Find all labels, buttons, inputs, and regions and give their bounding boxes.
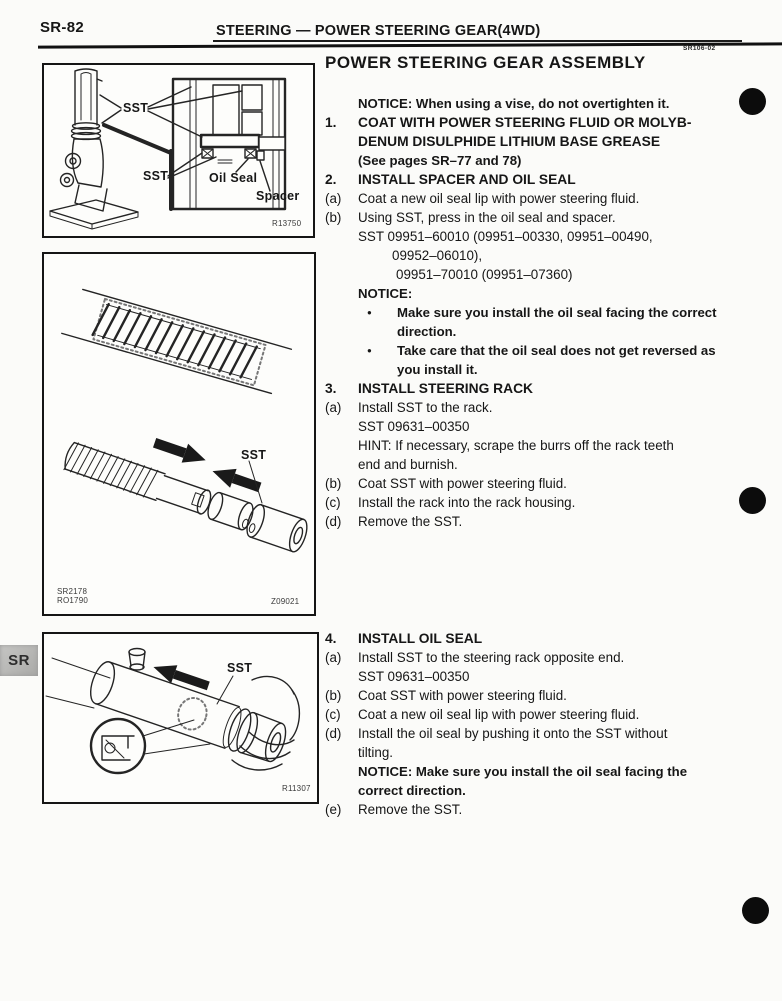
- hand-drawing: [231, 675, 300, 771]
- breather-cap: [128, 647, 146, 671]
- step1-heading-line2: DENUM DISULPHIDE LITHIUM BASE GREASE: [358, 134, 661, 149]
- step2-sst-line2: 09952–06010),: [392, 248, 483, 263]
- step3-item-b: (b)Coat SST with power steering fluid.: [325, 476, 567, 491]
- header-rule: [37, 42, 782, 49]
- step2-number: 2.: [325, 172, 337, 187]
- procedure-text: NOTICE: When using a vise, do not overti…: [325, 94, 757, 819]
- step4-item-e: (e)Remove the SST.: [325, 802, 463, 817]
- fig3-label-sst: SST: [227, 661, 252, 675]
- rack-housing-tube: [89, 661, 287, 763]
- step2-bullet1-line2: direction.: [397, 324, 457, 339]
- figure2-drawing: SST SR2178 RO1790 Z09021: [57, 288, 308, 606]
- fig2-label-sst: SST: [241, 448, 266, 462]
- gear-housing-drawing: [49, 68, 139, 230]
- step3-heading: 3.INSTALL STEERING RACK: [325, 381, 534, 396]
- page-number: SR-82: [40, 19, 85, 36]
- seal-inset-circle: [89, 717, 211, 775]
- step1-see-note: (See pages SR–77 and 78): [358, 153, 522, 168]
- leader-lines: [99, 86, 271, 192]
- step4-item-d-line1: (d)Install the oil seal by pushing it on…: [325, 726, 668, 741]
- magnifier-wedge: [102, 123, 173, 211]
- fig1-code: R13750: [272, 219, 302, 228]
- step3-item-d: (d)Remove the SST.: [325, 514, 463, 529]
- step2-bullet2-line2: you install it.: [397, 362, 478, 377]
- step3-sst-line: SST 09631–00350: [358, 419, 470, 434]
- fig2-leader-line: [248, 460, 263, 504]
- step2-heading: 2.INSTALL SPACER AND OIL SEAL: [325, 172, 576, 187]
- step3-hint-line1: HINT: If necessary, scrape the burrs off…: [358, 438, 674, 453]
- figure-oil-seal-install: SST R11307: [42, 632, 319, 804]
- registration-dot: [739, 88, 766, 115]
- context-lines: [45, 657, 111, 709]
- step2-bullet2-line1: ●Take care that the oil seal does not ge…: [325, 341, 757, 360]
- step4-item-a: (a)Install SST to the steering rack oppo…: [325, 650, 625, 665]
- step2-item-b: (b)Using SST, press in the oil seal and …: [325, 210, 616, 225]
- step1-heading-line1: 1.COAT WITH POWER STEERING FLUID OR MOLY…: [325, 115, 692, 130]
- section-tab: SR: [0, 645, 38, 676]
- step2-sst-line1: SST 09951–60010 (09951–00330, 09951–0049…: [358, 229, 653, 244]
- header-underline: [213, 40, 742, 42]
- column-gap: [325, 531, 757, 629]
- registration-dot: [739, 487, 766, 514]
- step3-number: 3.: [325, 381, 337, 396]
- step3-item-c: (c)Install the rack into the rack housin…: [325, 495, 576, 510]
- step3-hint-line2: end and burnish.: [358, 457, 458, 472]
- bullet-icon: ●: [367, 346, 372, 355]
- notice-text: NOTICE: When using a vise, do not overti…: [358, 96, 670, 111]
- bullet-icon: ●: [367, 308, 372, 317]
- top-notice-line: NOTICE: When using a vise, do not overti…: [325, 94, 757, 113]
- fig2-code-b: RO1790: [57, 596, 88, 605]
- figure-oil-seal-press: SST SST Oil Seal Spacer R13750: [42, 63, 315, 238]
- rack-teeth-drawing: [61, 288, 293, 395]
- doc-code: SR106-02: [683, 45, 716, 52]
- figure-steering-rack: SST SR2178 RO1790 Z09021: [42, 252, 316, 616]
- section-title: POWER STEERING GEAR ASSEMBLY: [325, 53, 646, 72]
- step1-number: 1.: [325, 115, 337, 130]
- fig1-label-sst-bottom: SST: [143, 169, 168, 183]
- rack-sst-drawing: [63, 437, 308, 553]
- step2-notice-label: NOTICE:: [358, 286, 413, 301]
- step4-number: 4.: [325, 631, 337, 646]
- step2-bullet1-line1: ●Make sure you install the oil seal faci…: [325, 303, 757, 322]
- fig1-label-sst-top: SST: [123, 101, 148, 115]
- fig3-code: R11307: [282, 784, 311, 793]
- cross-section-box: [171, 77, 287, 211]
- push-arrow: [153, 665, 210, 691]
- fig1-label-spacer: Spacer: [256, 189, 300, 203]
- fig1-label-oil-seal: Oil Seal: [209, 171, 257, 185]
- press-arrows: [152, 437, 262, 493]
- step2-item-a: (a)Coat a new oil seal lip with power st…: [325, 191, 640, 206]
- step4-sst-line: SST 09631–00350: [358, 669, 470, 684]
- fig3-leader-line: [216, 675, 234, 705]
- fig2-code-c: Z09021: [271, 597, 300, 606]
- figure3-drawing: SST R11307: [45, 647, 311, 793]
- registration-dot: [742, 897, 769, 924]
- step4-notice-line2: correct direction.: [358, 783, 466, 798]
- spacer-section: [256, 150, 265, 161]
- figure1-drawing: SST SST Oil Seal Spacer R13750: [49, 68, 302, 230]
- step4-item-d-line2: tilting.: [358, 745, 393, 760]
- fig2-code-a: SR2178: [57, 587, 87, 596]
- header-title: STEERING — POWER STEERING GEAR(4WD): [216, 23, 541, 39]
- step4-item-b: (b)Coat SST with power steering fluid.: [325, 688, 567, 703]
- oil-seal-section: [201, 148, 257, 159]
- step3-item-a: (a)Install SST to the rack.: [325, 400, 493, 415]
- step2-sst-line3: 09951–70010 (09951–07360): [396, 267, 573, 282]
- step4-notice-line1: NOTICE: Make sure you install the oil se…: [358, 764, 688, 779]
- step4-item-c: (c)Coat a new oil seal lip with power st…: [325, 707, 640, 722]
- step4-heading: 4.INSTALL OIL SEAL: [325, 631, 483, 646]
